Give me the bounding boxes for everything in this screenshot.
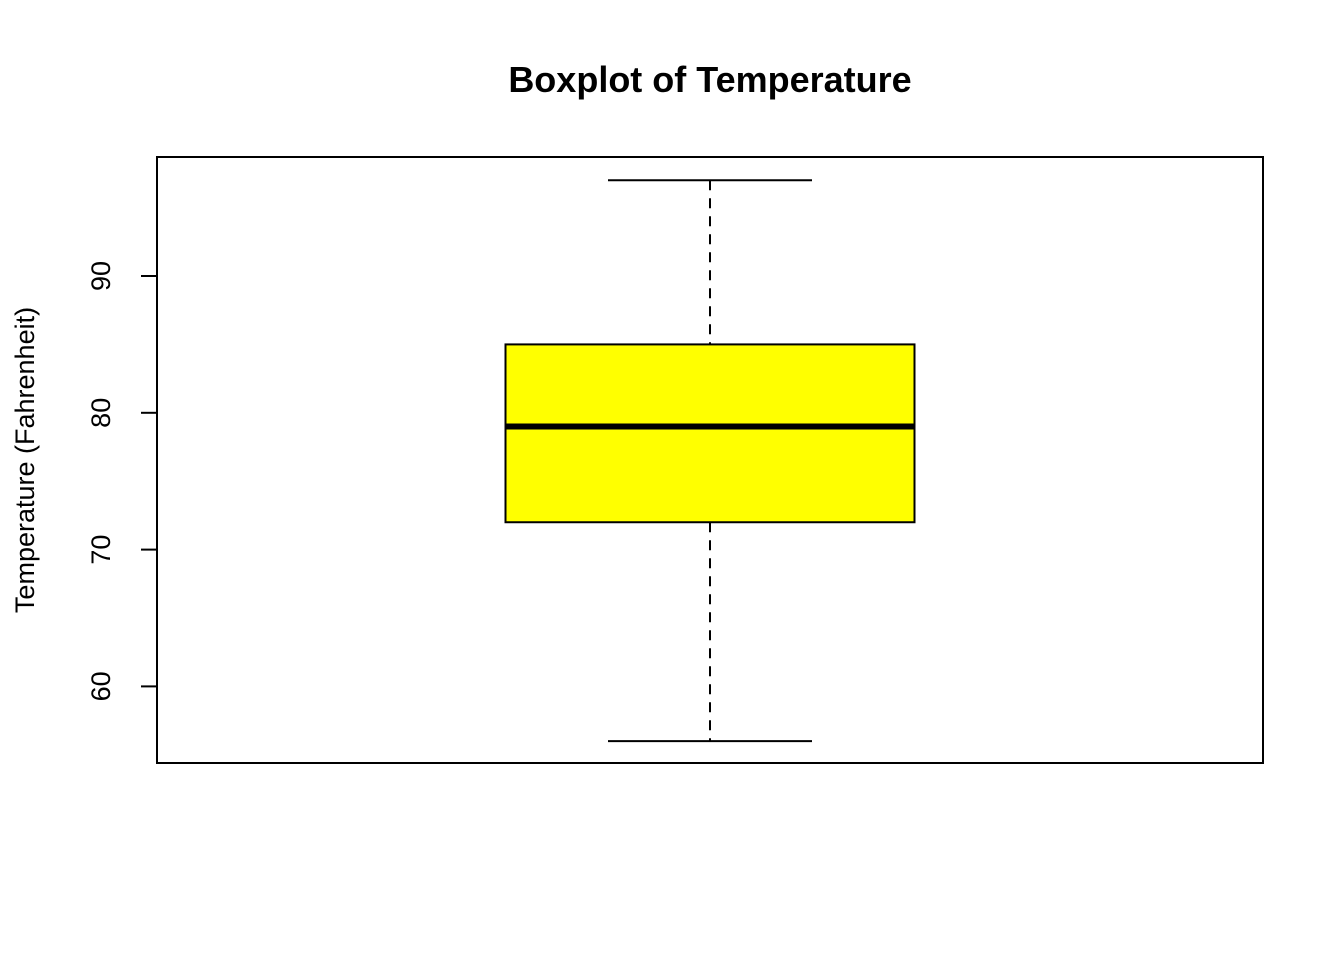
y-axis-label: Temperature (Fahrenheit) [10,307,40,613]
y-tick-label: 60 [86,671,116,701]
y-tick-label: 70 [86,535,116,565]
y-axis: 60 70 80 90 [86,261,158,701]
chart-title: Boxplot of Temperature [508,59,911,100]
iqr-box [504,343,916,524]
y-tick-label: 80 [86,398,116,428]
y-tick-label: 90 [86,261,116,291]
box-marks [504,179,916,743]
